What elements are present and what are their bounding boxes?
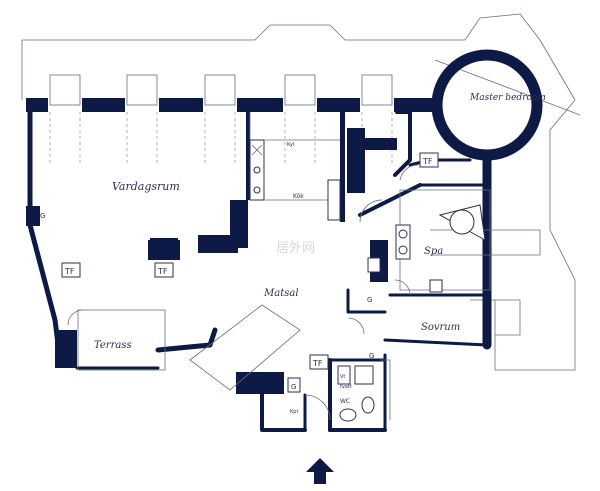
site-outline (21, 13, 581, 371)
label-bedroom: Sovrum (421, 322, 460, 333)
kitchen-fixtures (249, 139, 341, 221)
fireplace-mark: TF (422, 157, 433, 166)
closet-mark: G (367, 296, 372, 304)
door-swings (67, 164, 419, 421)
small-label: Kpr (290, 409, 299, 415)
fireplace-mark: TF (64, 267, 75, 276)
closet-mark: G (291, 383, 296, 391)
wc-fixtures (287, 257, 381, 422)
label-dining: Matsal (263, 288, 299, 299)
label-spa: Spa (424, 246, 443, 257)
label-wc: WC (340, 398, 350, 405)
label-master-bedroom: Master bedroom (469, 93, 546, 103)
small-label: tvätt (340, 384, 352, 390)
spa-fixtures (395, 204, 486, 293)
label-living-room: Vardagsrum (112, 180, 180, 193)
fireplace-mark: TF (157, 267, 168, 276)
label-kitchen: Kök (293, 193, 304, 200)
room-labels: Vardagsrum Matsal Master bedroom Spa Sov… (94, 93, 546, 405)
closet-mark: G (369, 352, 374, 360)
window-bays (49, 74, 393, 106)
fireplace-mark: TF (312, 359, 323, 368)
dashed-guides (49, 112, 393, 165)
small-label: Kyl (287, 142, 294, 148)
entrance-arrow (306, 458, 334, 484)
furniture-block (150, 238, 178, 260)
thin-walls (77, 112, 541, 420)
small-label: Vt (340, 374, 345, 380)
closet-mark: G (40, 212, 45, 220)
label-terrace: Terrass (94, 340, 132, 351)
watermark: 居外网 (276, 241, 315, 256)
symbol-marks: TF TF TF TF G G G G Vt tvätt Kpr Kyl (40, 142, 439, 415)
